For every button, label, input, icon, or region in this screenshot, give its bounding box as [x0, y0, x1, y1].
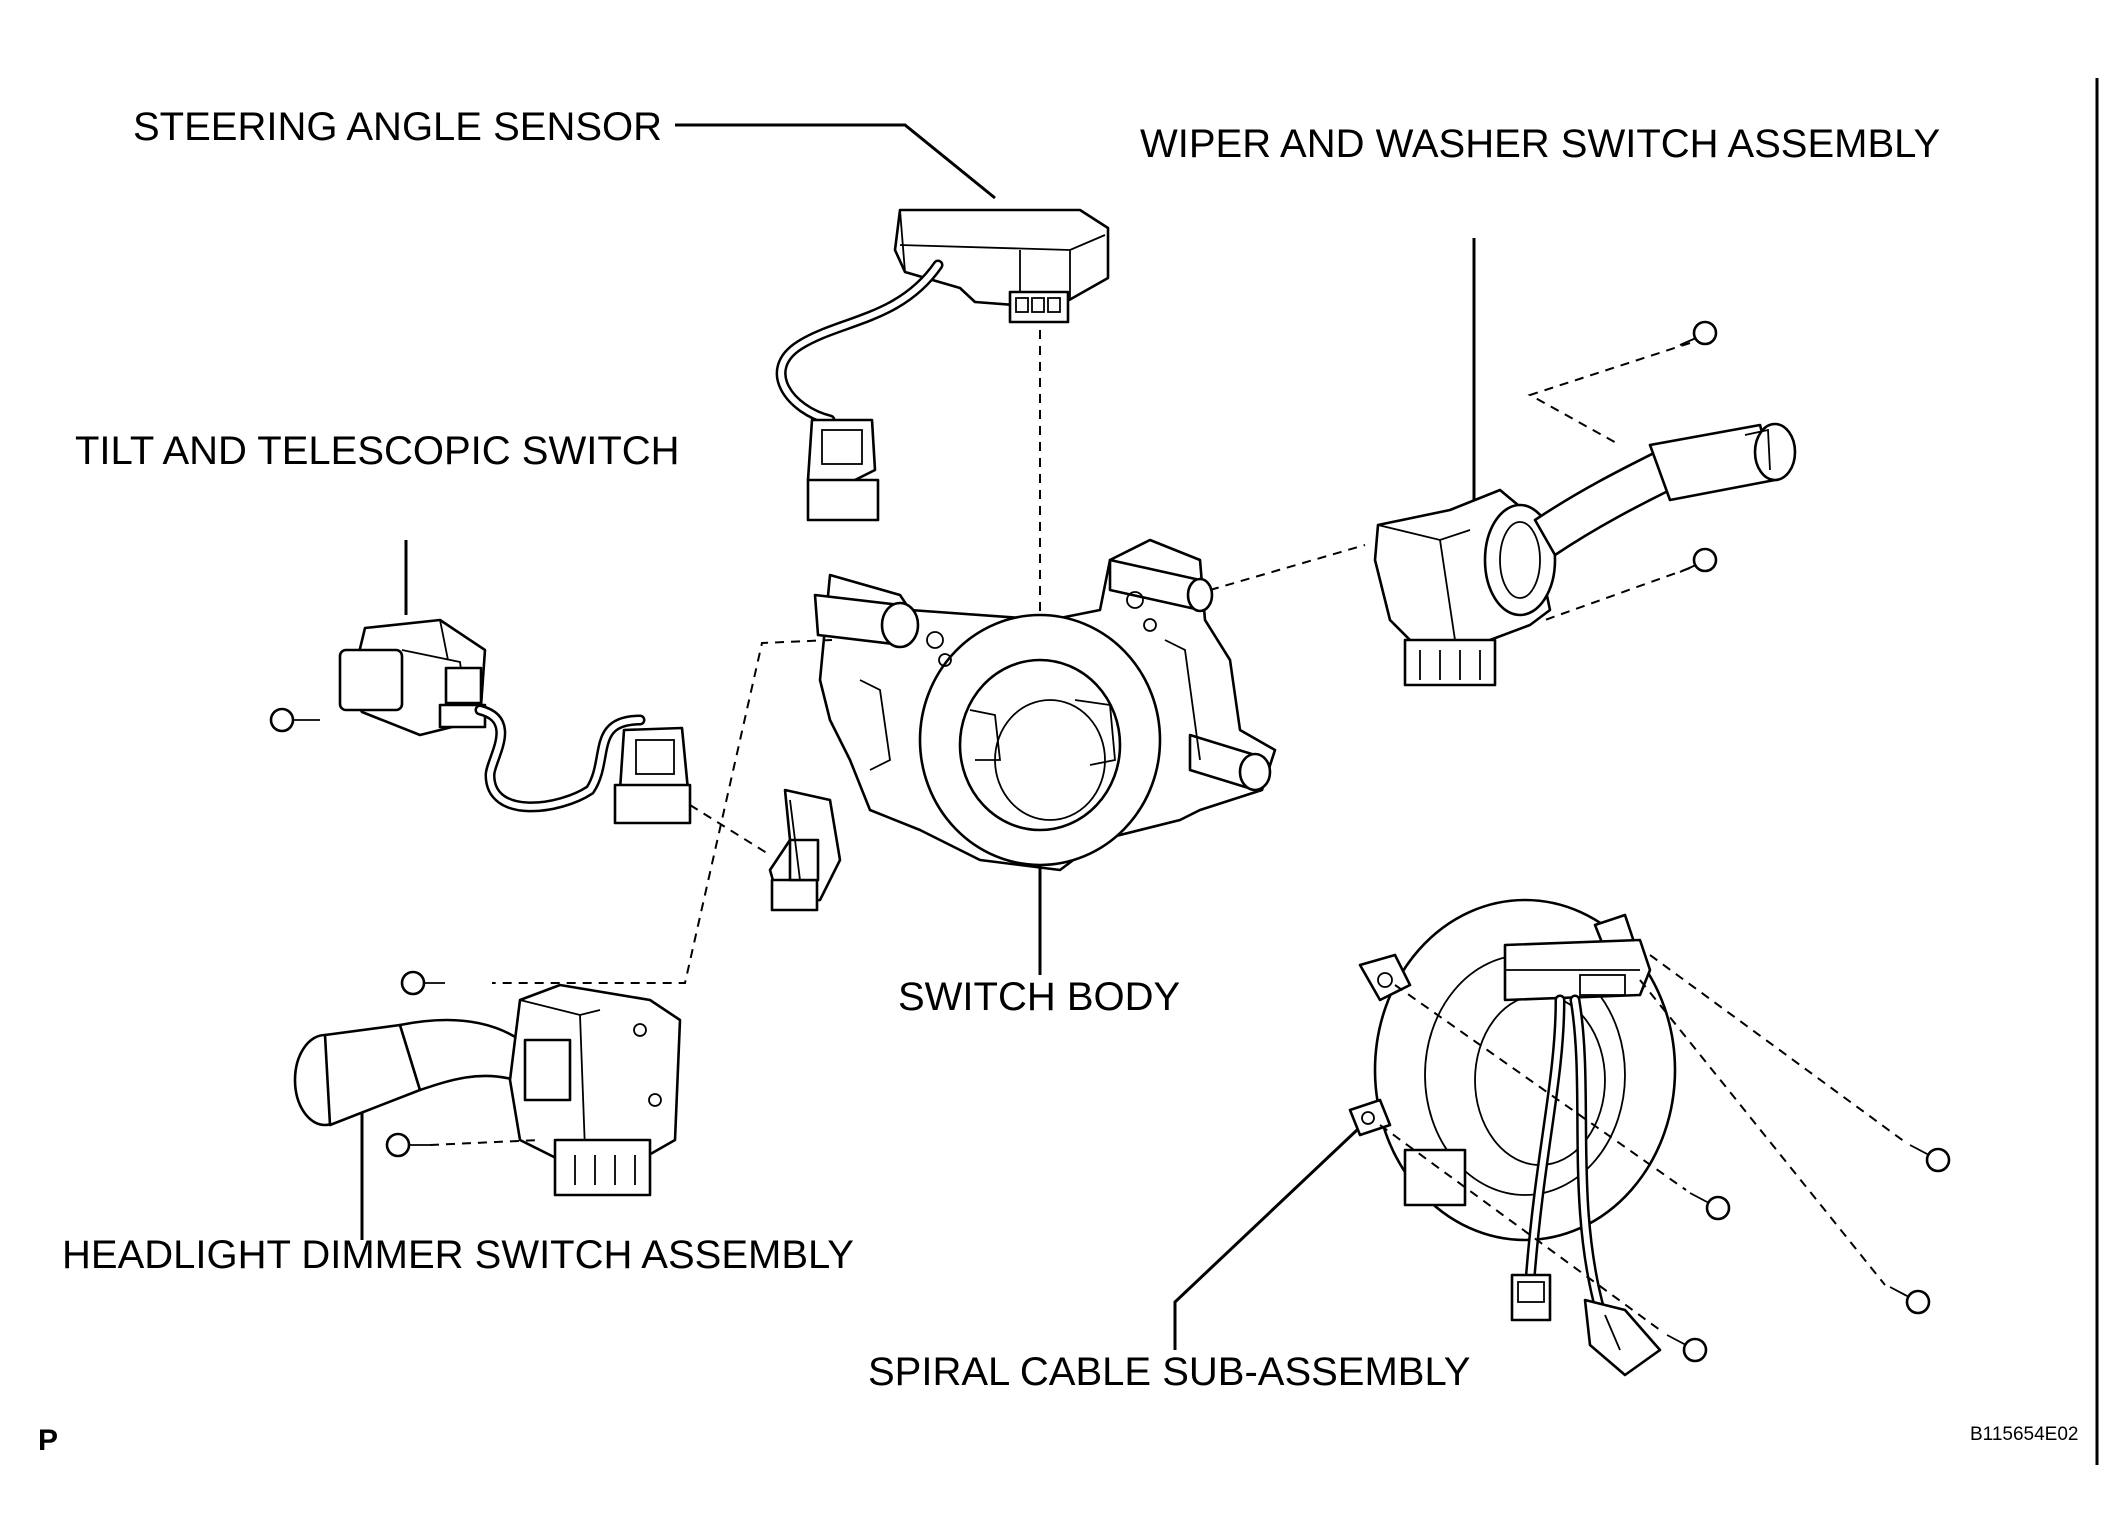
label-tilt-telescopic-switch: TILT AND TELESCOPIC SWITCH: [75, 429, 680, 473]
label-switch-body: SWITCH BODY: [898, 975, 1180, 1019]
wiper-screw-line-2: [1544, 567, 1691, 621]
spiral-screw-line-3: [1639, 979, 1886, 1286]
steering-angle-sensor: [675, 123, 1110, 522]
corner-mark: P: [38, 1424, 58, 1457]
wiper-screw-line: [1527, 342, 1691, 446]
body-align-line-left: [492, 639, 833, 984]
label-wiper-washer-switch: WIPER AND WASHER SWITCH ASSEMBLY: [1140, 122, 1940, 166]
tilt-telescopic-switch: [269, 540, 692, 825]
label-headlight-dimmer-switch: HEADLIGHT DIMMER SWITCH ASSEMBLY: [62, 1233, 854, 1277]
body-align-line-right: [1209, 544, 1366, 591]
wiper-washer-switch: [1373, 238, 1797, 687]
spiral-screw-line-2: [1394, 984, 1687, 1191]
headlight-dimmer-switch: [293, 970, 682, 1240]
label-steering-angle-sensor: STEERING ANGLE SENSOR: [133, 105, 662, 149]
spiral-screw-line-4: [1379, 1124, 1665, 1334]
spiral-cable: [1173, 898, 1951, 1377]
switch-body: [768, 538, 1277, 912]
spiral-screw-line-1: [1649, 954, 1906, 1143]
dimmer-screw-line: [429, 1139, 541, 1146]
tilt-align-line: [689, 804, 771, 856]
figure-code: B115654E02: [1970, 1424, 2078, 1445]
label-spiral-cable: SPIRAL CABLE SUB-ASSEMBLY: [868, 1350, 1470, 1394]
